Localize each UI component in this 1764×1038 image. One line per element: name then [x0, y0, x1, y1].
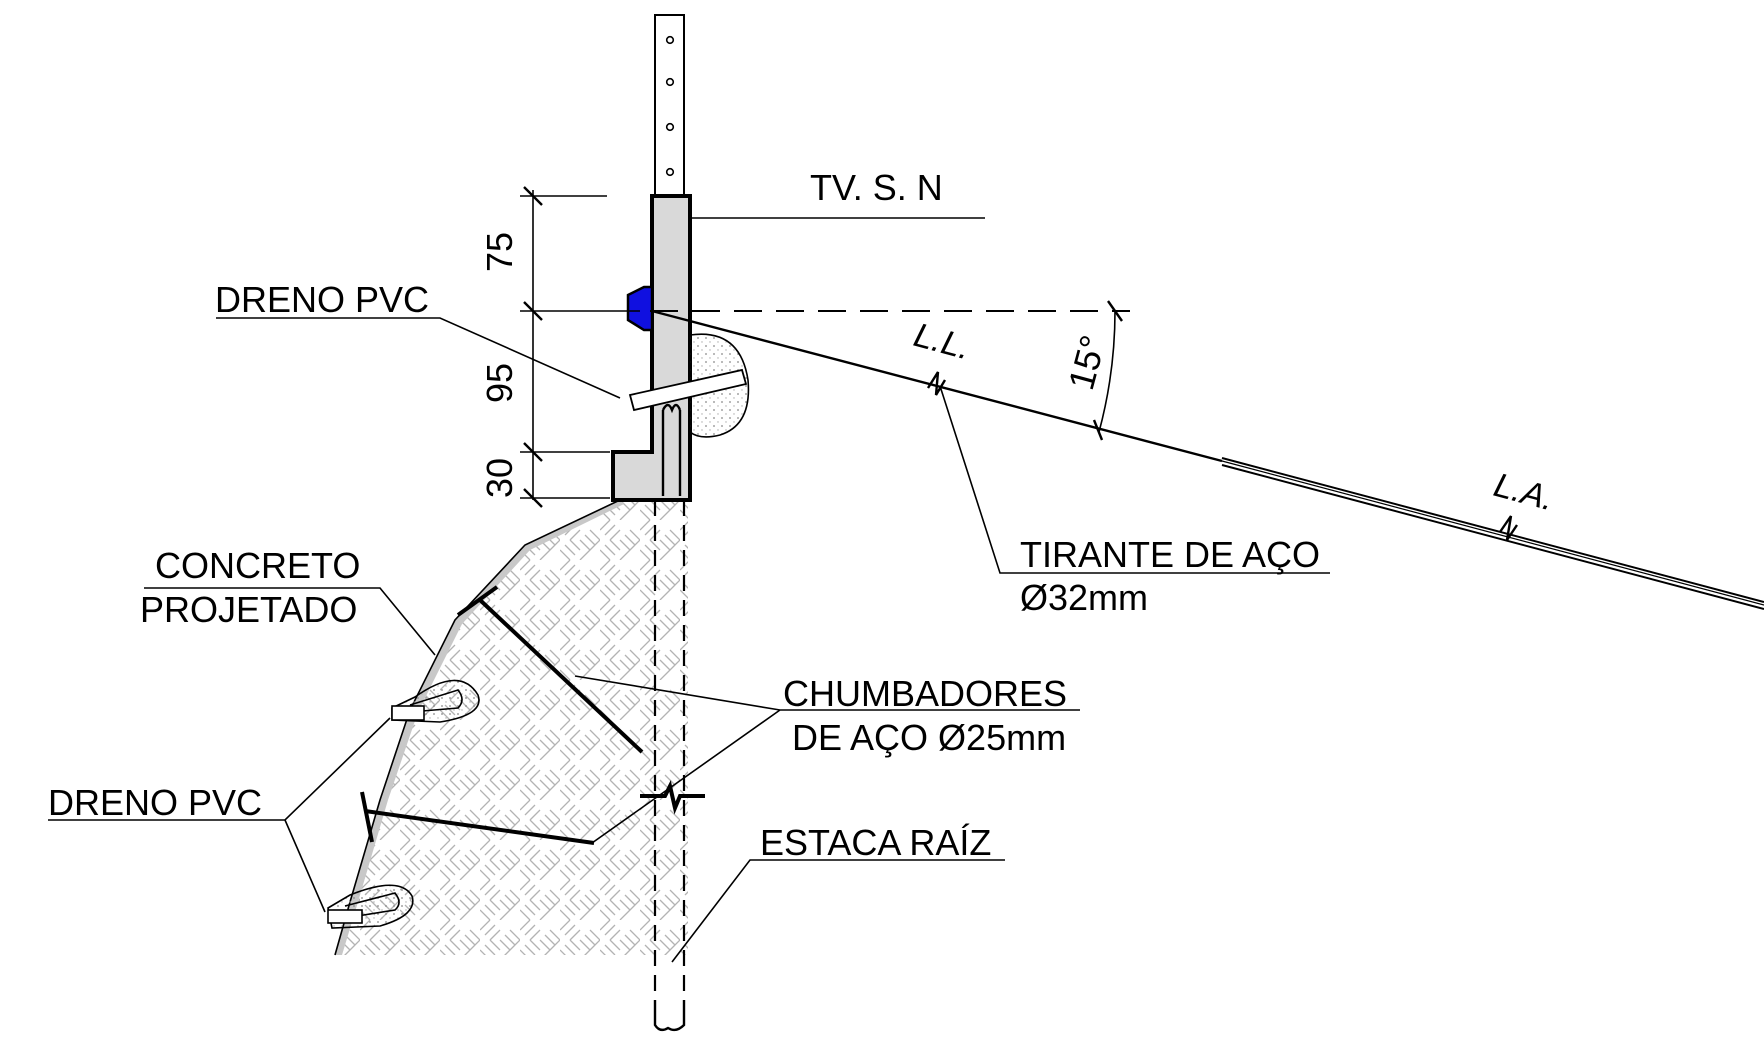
lower-drains [327, 679, 480, 929]
dim-75-label: 75 [479, 232, 520, 272]
estaca-raiz-label: ESTACA RAÍZ [760, 822, 991, 863]
tirante-label-2: Ø32mm [1020, 577, 1148, 618]
la-label: L.A. [1490, 466, 1558, 518]
chumbadores-label-1: CHUMBADORES [783, 673, 1067, 714]
concreto-projetado-label-1: CONCRETO [155, 545, 360, 586]
soil-nails [360, 585, 644, 845]
dimension-lines [520, 186, 640, 508]
chumbadores-label-2: DE AÇO Ø25mm [792, 717, 1066, 758]
tieback-anchor [650, 300, 1764, 610]
tirante-label-1: TIRANTE DE AÇO [1020, 534, 1320, 575]
dreno-pvc-bottom-label: DRENO PVC [48, 782, 262, 823]
dim-30-label: 30 [479, 458, 520, 498]
dreno-pvc-top-label: DRENO PVC [215, 279, 429, 320]
leader-lines [48, 217, 1330, 963]
concreto-projetado-label-2: PROJETADO [140, 589, 357, 630]
ll-label: L.L. [910, 316, 975, 367]
angle-15-label: 15° [1060, 331, 1114, 394]
concrete-beam [611, 194, 750, 502]
tv-sn-label: TV. S. N [810, 167, 943, 208]
root-pile [640, 14, 705, 1032]
dim-95-label: 95 [479, 363, 520, 403]
